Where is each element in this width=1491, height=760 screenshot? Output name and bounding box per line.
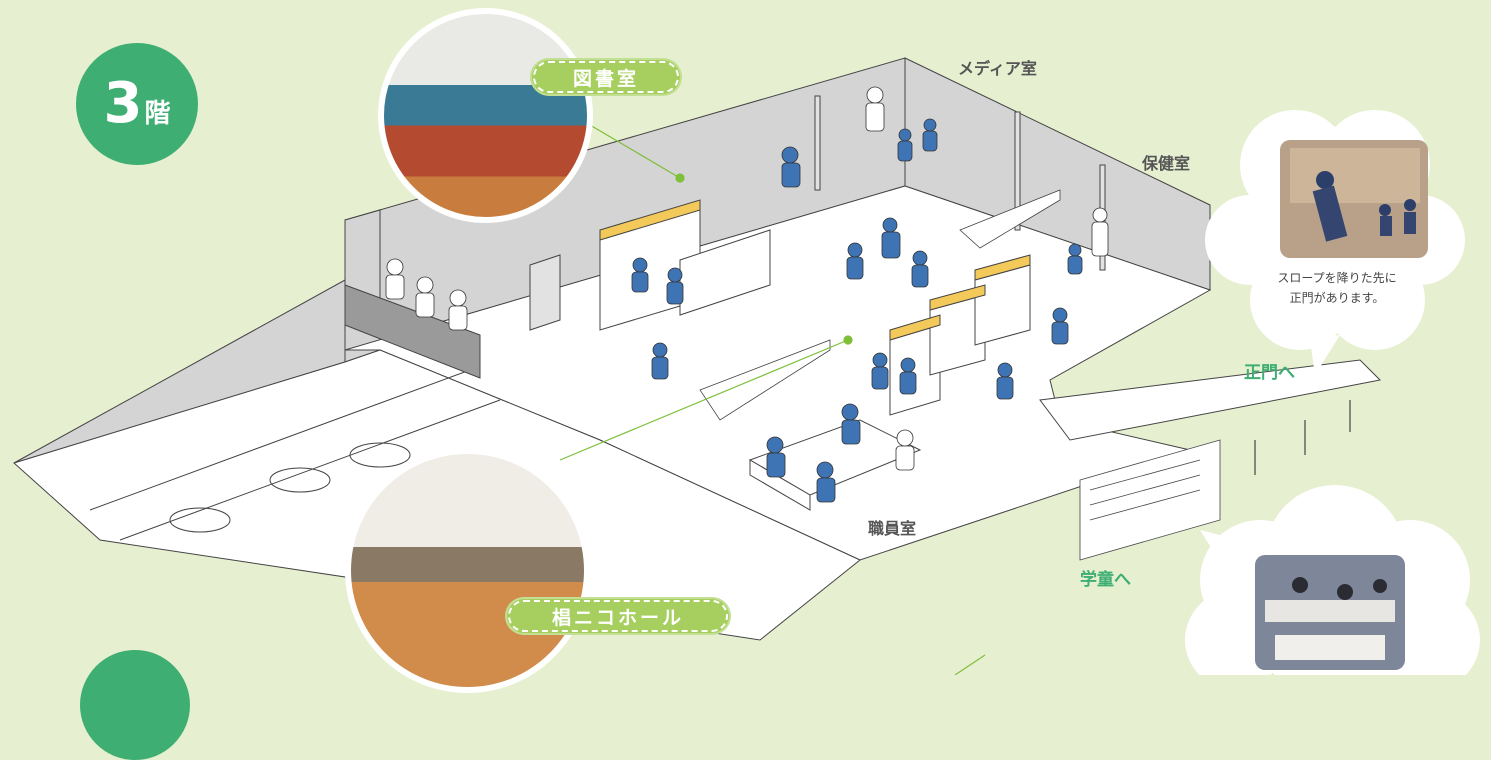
to-main-gate-label: 正門へ <box>1244 363 1295 383</box>
gate-photo <box>1280 140 1428 258</box>
hall-photo <box>345 448 590 693</box>
students <box>631 118 1083 503</box>
health-room-label: 保健室 <box>1142 154 1191 173</box>
gate-note-line1: スロープを降りた先に <box>1277 271 1397 285</box>
to-gakudo-label: 学童へ <box>1080 570 1131 590</box>
library-label: 図書室 <box>530 58 682 96</box>
floor-number: 3 <box>103 71 143 136</box>
callout-lines <box>559 124 986 675</box>
gate-note: スロープを降りた先に 正門があります。 <box>1262 268 1412 308</box>
court-lines <box>89 369 501 541</box>
library-photo <box>378 8 593 223</box>
hall-label: 椙ニコホール <box>505 597 731 635</box>
gate-note-line2: 正門があります。 <box>1289 291 1385 305</box>
classroom-photo <box>1255 555 1405 670</box>
media-room-label: メディア室 <box>958 59 1037 78</box>
railing <box>344 284 481 379</box>
slope-pillars <box>1254 400 1351 475</box>
adults <box>385 86 1109 471</box>
floor-map-3: 3 階 <box>13 8 1480 760</box>
staff-room-label: 職員室 <box>868 519 917 538</box>
stairs <box>699 189 1221 561</box>
floor-badge: 3 階 <box>76 43 198 165</box>
floor-illustration <box>13 57 1480 675</box>
floor-unit: 階 <box>144 98 171 129</box>
staff-desks <box>748 419 922 511</box>
